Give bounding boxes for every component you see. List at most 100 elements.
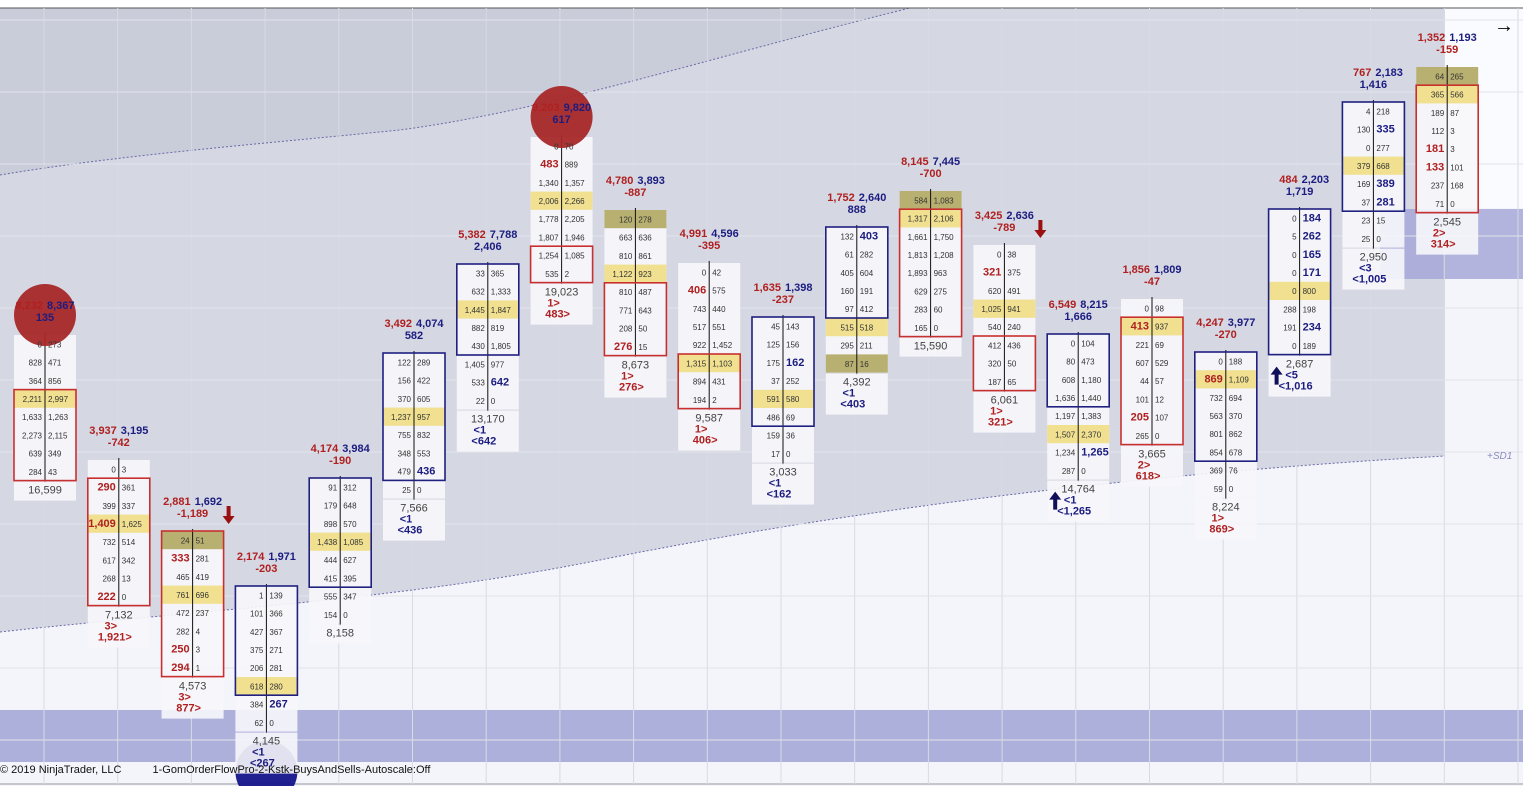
ask-volume: 436 (1007, 341, 1021, 350)
ask-volume: 0 (1155, 432, 1160, 441)
ask-volume: 551 (712, 323, 726, 332)
bid-volume: 1,315 (686, 359, 707, 368)
bid-volume: 25 (1361, 235, 1370, 244)
bar-total-volume: 14,764 (1061, 484, 1095, 496)
sell-imbalance-label: 2> (1433, 228, 1446, 240)
ask-volume: 518 (860, 323, 874, 332)
bid-volume: 620 (988, 287, 1002, 296)
bid-volume: 288 (1283, 305, 1297, 314)
ask-volume: 162 (786, 357, 804, 369)
ask-volume: 16 (860, 360, 869, 369)
sell-imbalance-label: 406> (693, 435, 718, 447)
bid-volume: 122 (398, 358, 412, 367)
sell-imbalance-label: 1> (695, 424, 708, 436)
bid-volume: 618 (250, 682, 264, 691)
ask-volume: 1,103 (712, 359, 733, 368)
bid-volume: 160 (840, 287, 854, 296)
ask-volume: 0 (269, 719, 274, 728)
bid-volume: 61 (845, 251, 854, 260)
bid-volume: 427 (250, 628, 264, 637)
ask-volume: 2,997 (48, 395, 69, 404)
ask-volume: 419 (196, 573, 210, 582)
bar-total-volume: 8,158 (326, 628, 354, 640)
bar-delta: -887 (624, 187, 646, 199)
ask-volume: 275 (934, 287, 948, 296)
bar-tail-bg (1121, 445, 1183, 487)
bid-volume: 0 (1218, 357, 1223, 366)
ask-volume: 2,106 (934, 215, 955, 224)
ask-volume: 395 (343, 574, 357, 583)
buy-imbalance-label: <267 (250, 758, 275, 770)
sell-imbalance-label: 321> (988, 417, 1013, 429)
ask-volume: 553 (417, 449, 431, 458)
ask-volume: 1,750 (934, 233, 955, 242)
bar-buy-total: 7,788 (490, 229, 518, 241)
bid-volume: 399 (102, 502, 116, 511)
scroll-right-arrow-icon[interactable]: → (1494, 15, 1514, 37)
ask-volume: 237 (196, 609, 210, 618)
ask-volume: 1,263 (48, 413, 69, 422)
sell-imbalance-label: 3> (178, 692, 191, 704)
ask-volume: 3 (122, 465, 127, 474)
bar-sell-total: 1,352 (1418, 32, 1446, 44)
ask-volume: 277 (1376, 144, 1390, 153)
bar-buy-total: 4,596 (711, 228, 739, 240)
bar-buy-total: 9,820 (564, 102, 592, 114)
bar-sell-total: 3,492 (384, 318, 412, 330)
bid-volume: 206 (250, 664, 264, 673)
bid-volume: 465 (176, 573, 190, 582)
ask-volume: 50 (1007, 360, 1016, 369)
bar-tail-bg (1342, 248, 1405, 290)
bar-tail-bg (87, 606, 150, 648)
bid-volume: 24 (181, 536, 190, 545)
bid-volume: 608 (1062, 376, 1076, 385)
bar-sell-total: 3,937 (89, 425, 117, 437)
bar-sell-total: 4,991 (680, 228, 708, 240)
bar-total-volume: 7,132 (105, 610, 133, 622)
buy-imbalance-label: <1 (769, 478, 782, 490)
sell-imbalance-label: 314> (1431, 239, 1456, 251)
bar-delta: 582 (405, 330, 423, 342)
sell-signal-arrow-icon (222, 506, 235, 524)
bid-volume: 1,507 (1055, 430, 1076, 439)
bar-delta: 888 (848, 204, 866, 216)
bid-volume: 2,006 (539, 197, 560, 206)
ask-volume: 282 (860, 251, 874, 260)
bid-volume: 287 (1062, 467, 1076, 476)
bar-tail-bg (1416, 213, 1479, 255)
bar-delta: 1,719 (1286, 186, 1314, 198)
bar-sell-total: 9,203 (532, 102, 560, 114)
bar-buy-total: 1,692 (195, 496, 223, 508)
ask-volume: 168 (1450, 182, 1464, 191)
bar-delta: -742 (108, 437, 130, 449)
bar-buy-total: 3,977 (1228, 317, 1256, 329)
bar-total-volume: 3,665 (1138, 449, 1166, 461)
bid-volume: 370 (398, 395, 412, 404)
bar-buy-total: 2,203 (1302, 174, 1330, 186)
bid-volume: 535 (545, 270, 559, 279)
range-box (898, 208, 963, 338)
range-box (382, 352, 446, 482)
ask-volume: 2,370 (1081, 430, 1102, 439)
ask-volume: 570 (343, 520, 357, 529)
bid-volume: 810 (619, 288, 633, 297)
bid-volume: 23 (1361, 217, 1370, 226)
bid-volume: 663 (619, 234, 633, 243)
bid-volume: 125 (767, 341, 781, 350)
upper-deviation-line (0, 7, 911, 176)
bar-total-volume: 2,687 (1286, 359, 1314, 371)
bid-volume: 250 (171, 644, 189, 656)
ask-volume: 70 (565, 142, 574, 151)
bar-buy-total: 1,398 (785, 282, 813, 294)
bar-buy-total: 2,183 (1375, 67, 1403, 79)
bar-tail-bg (14, 481, 76, 501)
bar-sell-total: 8,232 (15, 300, 43, 312)
bid-volume: 165 (914, 324, 928, 333)
bar-total-volume: 4,145 (253, 736, 281, 748)
bid-volume: 59 (1214, 485, 1223, 494)
bid-volume: 379 (1357, 162, 1371, 171)
ask-volume: 69 (1155, 341, 1164, 350)
ask-volume: 280 (269, 682, 283, 691)
